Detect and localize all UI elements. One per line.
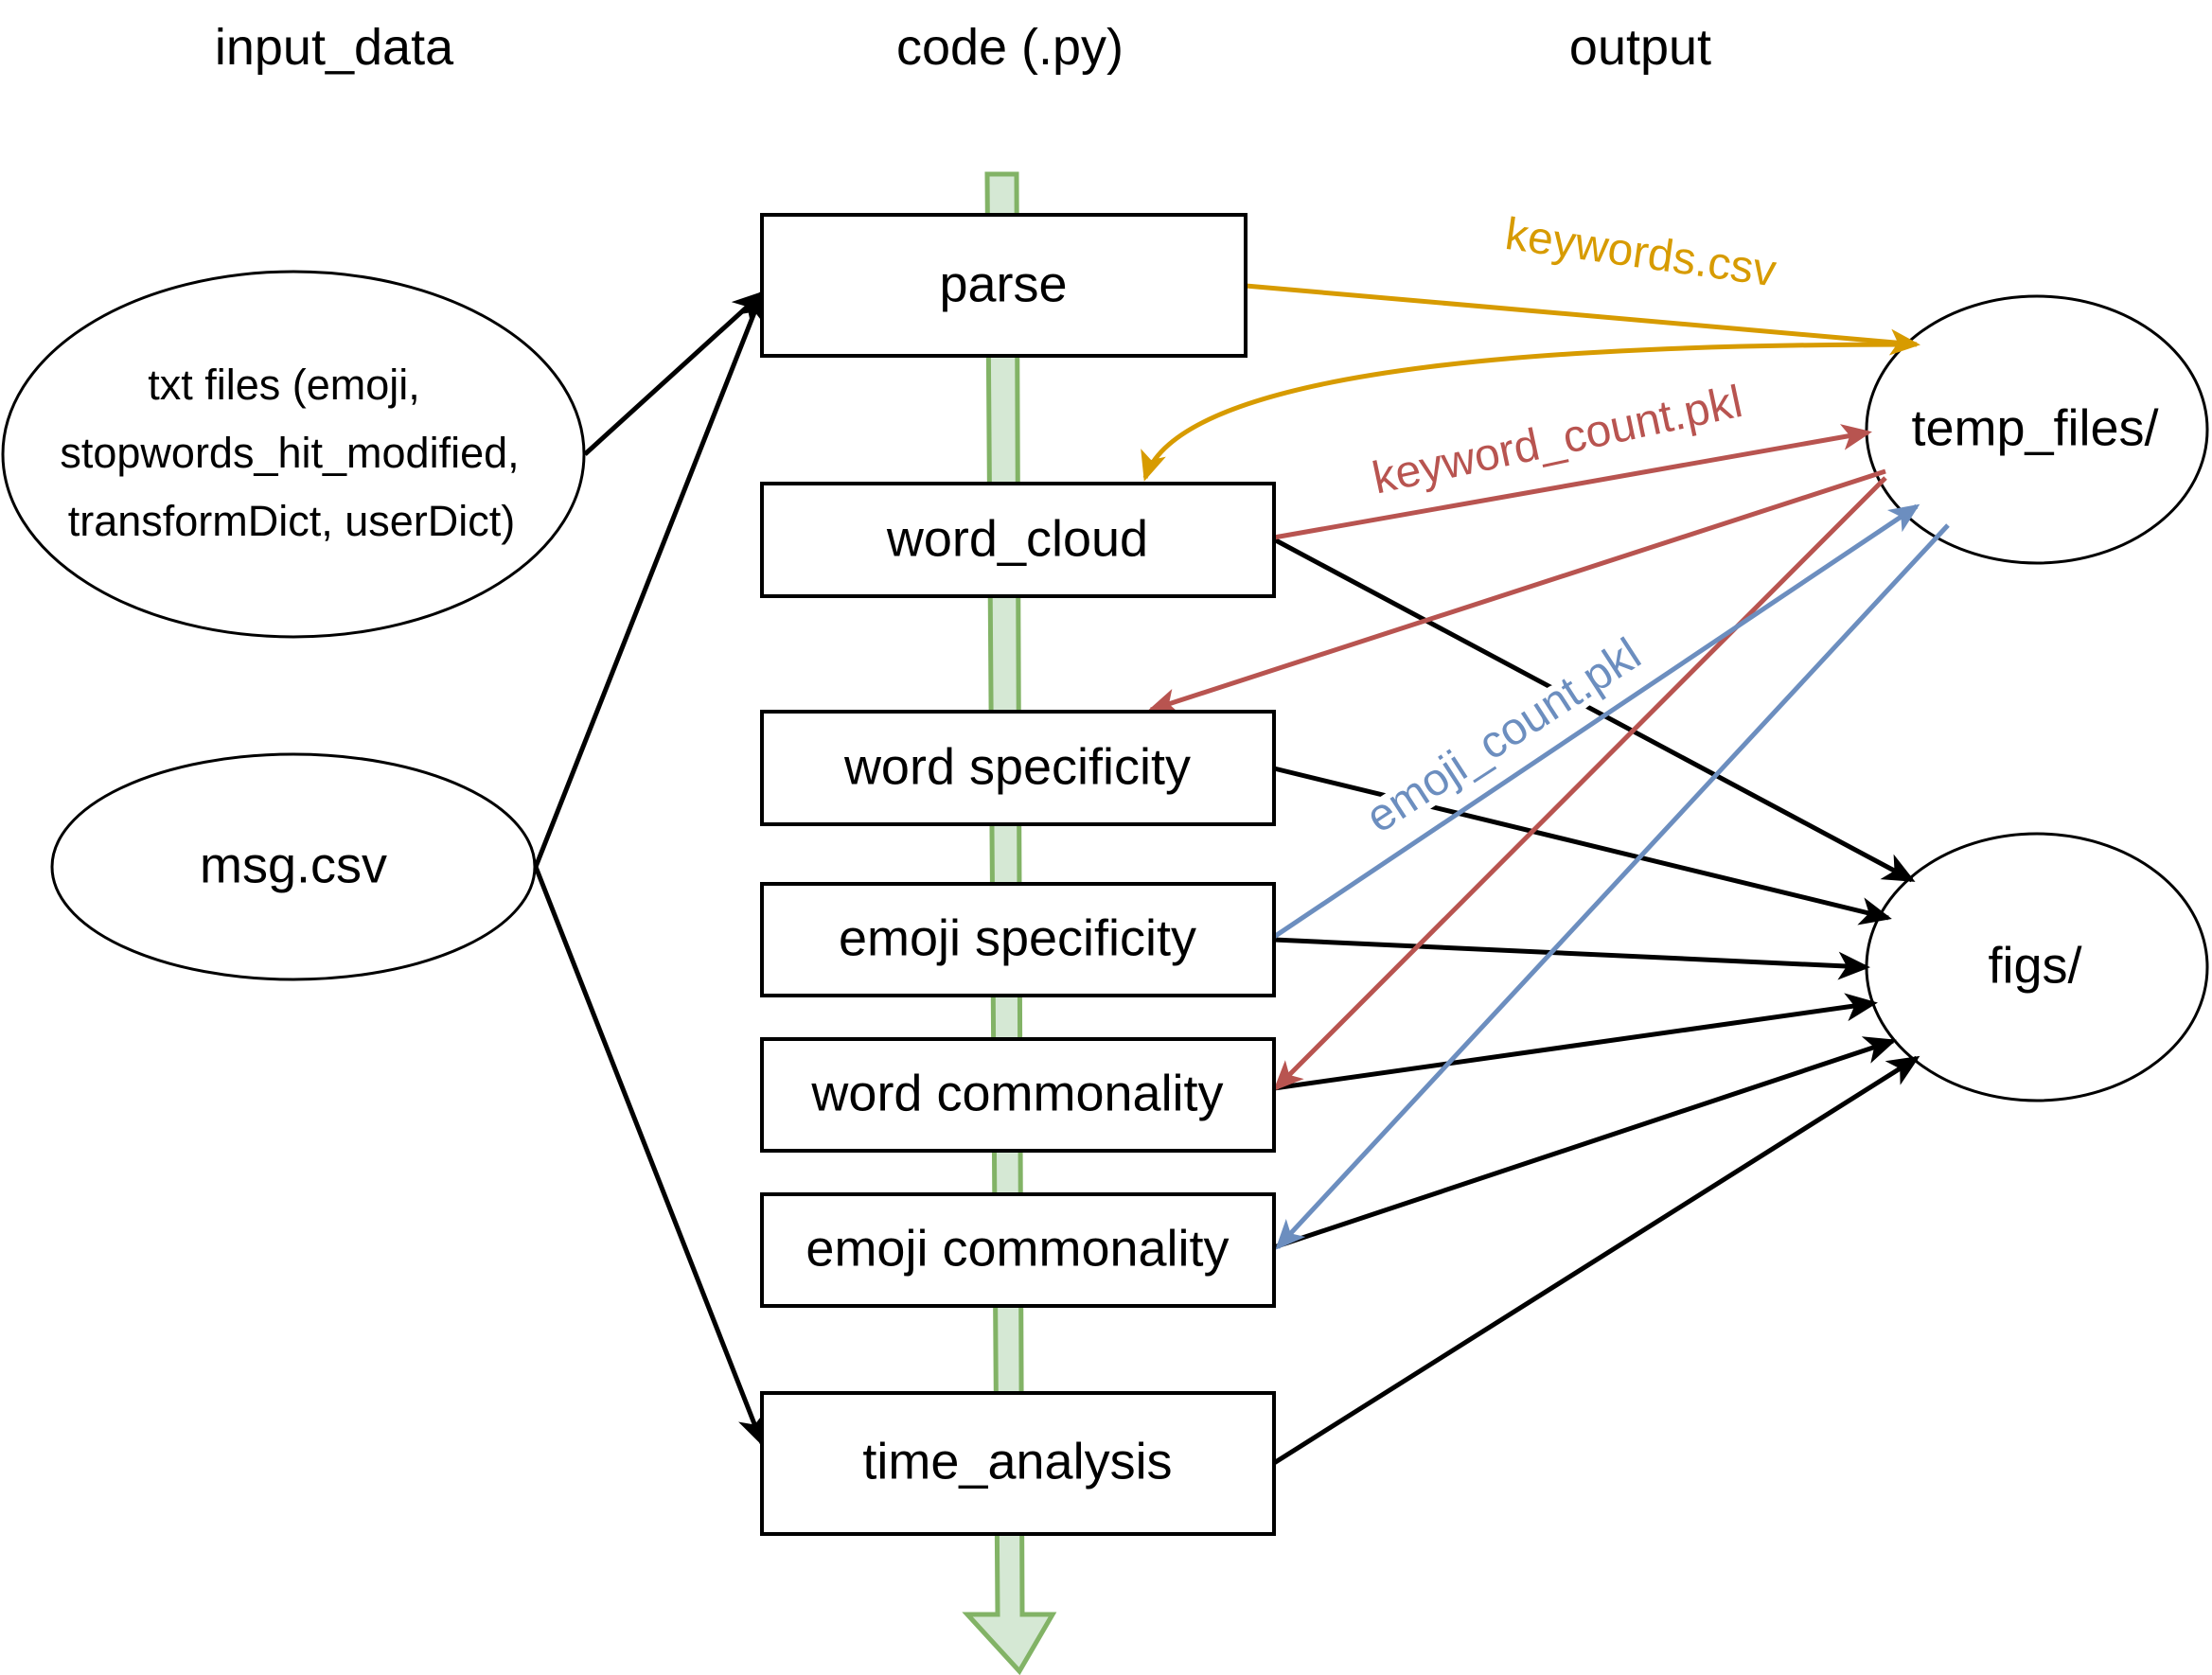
input-msg-csv[interactable]: msg.csv bbox=[50, 752, 537, 981]
step-word-specificity-label: word specificity bbox=[843, 738, 1191, 795]
step-word-commonality[interactable]: word commonality bbox=[760, 1037, 1276, 1153]
step-emoji-specificity[interactable]: emoji specificity bbox=[760, 882, 1276, 997]
keywords-label: keywords.csv bbox=[1502, 209, 1779, 297]
edge-temp-to-wordspec bbox=[1147, 468, 1886, 714]
txt-files-line-1: txt files (emoji, bbox=[148, 361, 420, 409]
step-time-analysis-label: time_analysis bbox=[862, 1433, 1172, 1490]
edge-txt-to-parse bbox=[583, 291, 765, 456]
edge-emojispec-to-figs bbox=[1273, 937, 1870, 980]
step-emoji-specificity-label: emoji specificity bbox=[839, 909, 1196, 966]
edge-wordcomm-to-figs bbox=[1273, 993, 1878, 1091]
keyword-count-label: keyword_count.pkl bbox=[1368, 377, 1746, 504]
step-time-analysis[interactable]: time_analysis bbox=[760, 1391, 1276, 1536]
figs-label: figs/ bbox=[1988, 937, 2081, 994]
step-parse-label: parse bbox=[939, 256, 1067, 312]
step-word-cloud[interactable]: word_cloud bbox=[760, 482, 1276, 598]
edge-wordcloud-to-temp bbox=[1273, 424, 1872, 540]
temp-files-label: temp_files/ bbox=[1911, 399, 2158, 456]
txt-files-line-3: transformDict, userDict) bbox=[68, 497, 516, 545]
header-code: code (.py) bbox=[896, 19, 1124, 76]
edge-temp-to-wordcloud bbox=[1141, 342, 1913, 482]
output-figs[interactable]: figs/ bbox=[1865, 832, 2209, 1102]
step-emoji-commonality[interactable]: emoji commonality bbox=[760, 1192, 1276, 1308]
edge-emojicomm-to-figs bbox=[1273, 1036, 1897, 1250]
step-parse[interactable]: parse bbox=[760, 213, 1248, 358]
step-word-cloud-label: word_cloud bbox=[886, 510, 1148, 567]
edge-temp-to-emojicomm bbox=[1275, 523, 1950, 1250]
edge-time-to-figs bbox=[1272, 1055, 1920, 1466]
edge-temp-to-wordcomm bbox=[1273, 476, 1887, 1091]
edge-emojispec-to-temp bbox=[1272, 503, 1920, 940]
edge-msg-to-time bbox=[533, 866, 766, 1447]
header-output: output bbox=[1569, 19, 1711, 76]
edge-wordspec-to-figs bbox=[1273, 766, 1892, 926]
edge-msg-to-parse bbox=[533, 290, 765, 868]
input-txt-files[interactable]: txt files (emoji, stopwords_hit_modified… bbox=[1, 270, 586, 639]
step-word-specificity[interactable]: word specificity bbox=[760, 710, 1276, 826]
txt-files-line-2: stopwords_hit_modified, bbox=[60, 429, 519, 477]
output-temp-files[interactable]: temp_files/ bbox=[1865, 294, 2209, 565]
edge-label-keyword-count: keyword_count.pkl bbox=[1361, 370, 1753, 511]
edge-parse-to-temp bbox=[1245, 283, 1920, 356]
edge-wordcloud-to-figs bbox=[1272, 537, 1916, 883]
header-input-data: input_data bbox=[215, 19, 454, 76]
step-emoji-commonality-label: emoji commonality bbox=[805, 1220, 1229, 1277]
msg-csv-label: msg.csv bbox=[200, 837, 387, 893]
step-word-commonality-label: word commonality bbox=[810, 1065, 1223, 1121]
edge-label-keywords: keywords.csv bbox=[1495, 203, 1786, 304]
